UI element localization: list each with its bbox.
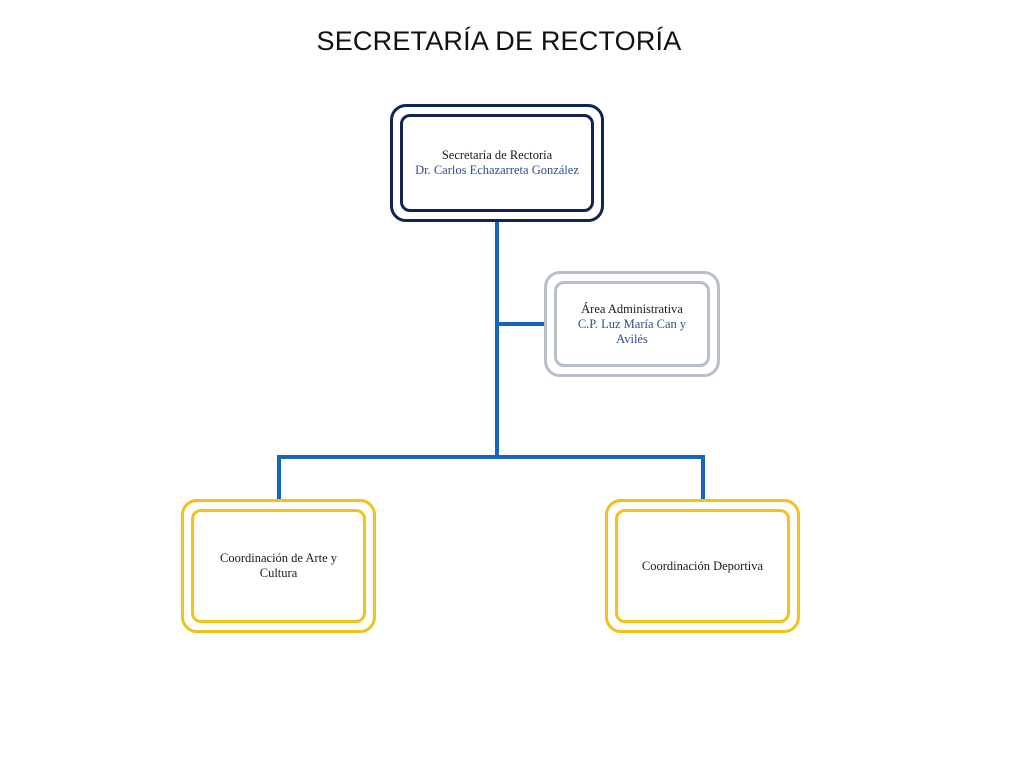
node-inner-border <box>191 509 366 623</box>
page-title: SECRETARÍA DE RECTORÍA <box>316 26 682 56</box>
node-role: Área Administrativa <box>581 301 683 316</box>
node-text: Área Administrativa C.P. Luz María Can y… <box>547 302 717 347</box>
node-text: Secretaría de Rectoría Dr. Carlos Echaza… <box>405 148 589 178</box>
node-inner-border <box>400 114 594 212</box>
node-area-administrativa: Área Administrativa C.P. Luz María Can y… <box>544 271 720 377</box>
node-secretaria-de-rectoria: Secretaría de Rectoría Dr. Carlos Echaza… <box>390 104 604 222</box>
node-text: Coordinación Deportiva <box>632 559 773 574</box>
node-inner-border <box>554 281 710 367</box>
node-person: C.P. Luz María Can y Avilés <box>577 316 687 346</box>
node-role: Secretaría de Rectoría <box>441 148 553 162</box>
node-role: Coordinación Deportiva <box>641 558 764 573</box>
node-text: Coordinación de Arte y Cultura <box>184 551 373 581</box>
node-person: Dr. Carlos Echazarreta González <box>415 163 579 177</box>
node-coordinacion-deportiva: Coordinación Deportiva <box>605 499 800 633</box>
node-role: Coordinación de Arte y Cultura <box>220 551 337 580</box>
node-inner-border <box>615 509 790 623</box>
node-coordinacion-arte-cultura: Coordinación de Arte y Cultura <box>181 499 376 633</box>
